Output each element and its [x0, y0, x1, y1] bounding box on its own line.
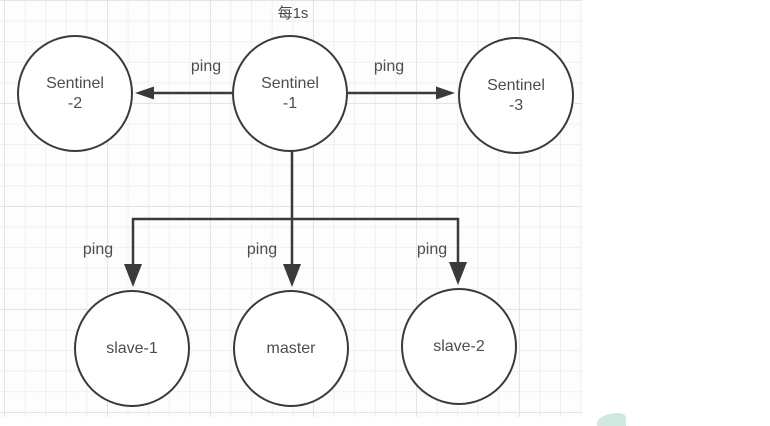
edge-arrow-slave1	[124, 264, 142, 287]
edge-label-ping-master: ping	[246, 241, 278, 258]
edge-branch	[131, 151, 460, 265]
node-label-line: master	[266, 339, 316, 357]
node-label-line: -2	[67, 94, 83, 112]
interval-annotation: 每1s	[277, 5, 309, 22]
node-label-line: Sentinel	[487, 76, 545, 94]
node-label-line: -3	[508, 96, 524, 114]
node-slave-2: slave-2	[401, 288, 517, 405]
node-sentinel-3: Sentinel -3	[458, 37, 574, 154]
node-label-line: -1	[282, 94, 298, 112]
edge-label-ping-sentinel2: ping	[190, 58, 222, 75]
edge-sentinel1-to-sentinel3	[348, 86, 455, 100]
edge-label-ping-slave1: ping	[82, 241, 114, 258]
edge-label-ping-sentinel3: ping	[373, 58, 405, 75]
node-sentinel-1: Sentinel -1	[232, 35, 348, 152]
node-sentinel-2: Sentinel -2	[17, 35, 133, 152]
watermark-blob	[597, 413, 626, 426]
node-label-line: Sentinel	[261, 74, 319, 92]
node-label-line: Sentinel	[46, 74, 104, 92]
node-label-line: slave-1	[106, 339, 158, 357]
edge-label-ping-slave2: ping	[416, 241, 448, 258]
node-slave-1: slave-1	[74, 290, 190, 407]
edge-sentinel1-to-sentinel2	[135, 86, 232, 100]
node-master: master	[233, 290, 349, 407]
edge-arrow-master	[283, 264, 301, 287]
edge-arrow-slave2	[449, 262, 467, 285]
node-label-line: slave-2	[433, 337, 485, 355]
